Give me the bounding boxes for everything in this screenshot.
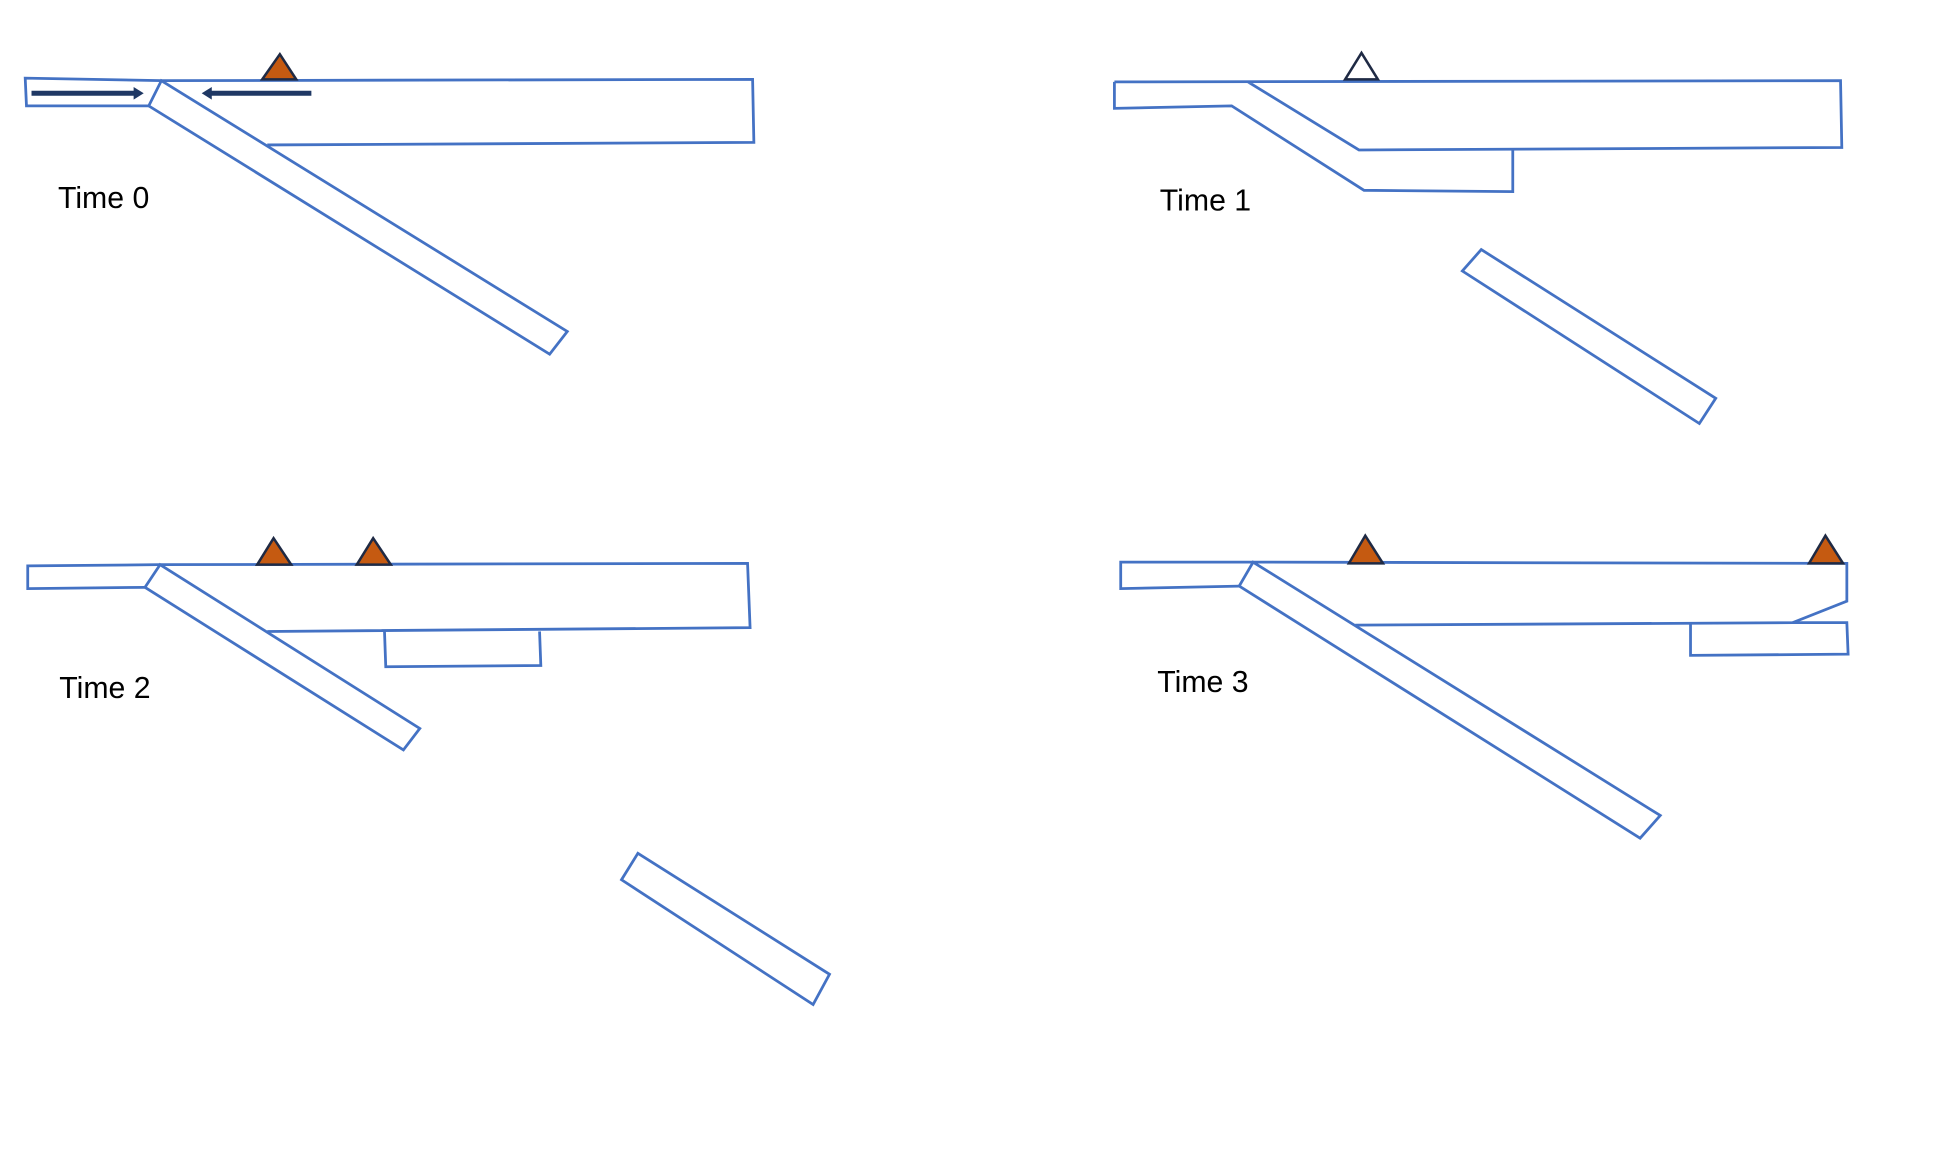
main-bar [1253, 560, 1849, 627]
panel-label: Time 2 [59, 672, 150, 705]
orange-triangle-marker-icon [254, 535, 294, 566]
left-stub [23, 76, 162, 108]
left-arrow-icon [201, 86, 312, 100]
panel-label: Time 3 [1157, 666, 1248, 699]
diagonal-slab [1237, 560, 1663, 840]
left-stub [26, 563, 161, 591]
left-stub [1113, 81, 1515, 193]
left-stub [1119, 560, 1254, 591]
panel-time-2: Time 2 [26, 535, 832, 1007]
panel-time-0: Time 0 [23, 51, 756, 357]
panel-time-3: Time 3 [1119, 533, 1850, 840]
main-bar [161, 78, 756, 147]
orange-triangle-marker-icon [259, 51, 299, 81]
right-block [1689, 621, 1850, 657]
orange-triangle-marker-icon [1346, 533, 1386, 565]
orange-triangle-marker-icon [1806, 533, 1846, 565]
white-triangle-marker-icon [1342, 50, 1381, 81]
detached-slab [1460, 247, 1718, 426]
panel-time-1: Time 1 [1113, 50, 1844, 426]
small-block [383, 631, 543, 669]
right-arrow-icon [31, 86, 144, 100]
orange-triangle-marker-icon [354, 535, 394, 566]
diagonal-slab [146, 78, 570, 357]
diagonal-slab [143, 562, 422, 752]
main-bar [1114, 79, 1844, 152]
main-bar [160, 562, 752, 633]
panel-label: Time 1 [1160, 184, 1251, 217]
panel-label: Time 0 [58, 182, 149, 215]
detached-slab [619, 851, 832, 1007]
